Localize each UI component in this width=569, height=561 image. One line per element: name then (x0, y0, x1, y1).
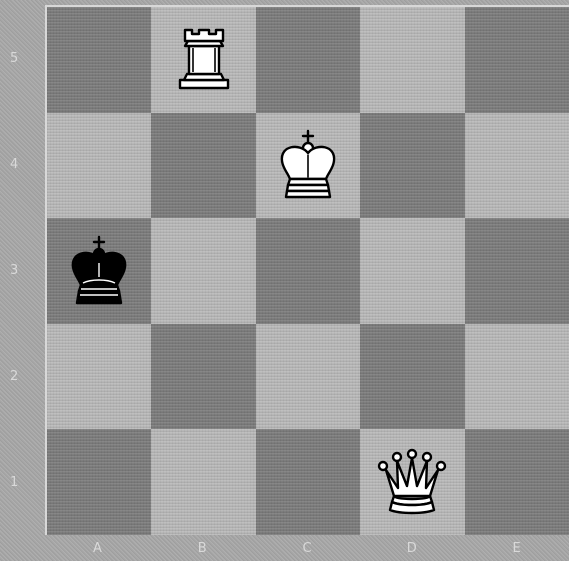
square-a5[interactable] (47, 7, 151, 113)
square-e3[interactable] (465, 218, 569, 324)
square-e1[interactable] (465, 429, 569, 535)
rank-label-2: 2 (0, 323, 45, 429)
file-labels: A B C D E (45, 535, 569, 561)
square-d3[interactable] (360, 218, 464, 324)
square-d5[interactable] (360, 7, 464, 113)
file-label-b: B (150, 535, 255, 561)
square-b1[interactable] (151, 429, 255, 535)
square-d1[interactable] (360, 429, 464, 535)
rank-label-5: 5 (0, 5, 45, 111)
white-king-icon[interactable] (270, 127, 346, 203)
square-e4[interactable] (465, 113, 569, 219)
file-label-d: D (359, 535, 464, 561)
square-c5[interactable] (256, 7, 360, 113)
chess-board (45, 5, 569, 535)
square-a1[interactable] (47, 429, 151, 535)
square-b4[interactable] (151, 113, 255, 219)
rank-labels: 5 4 3 2 1 (0, 5, 45, 535)
square-a4[interactable] (47, 113, 151, 219)
square-c3[interactable] (256, 218, 360, 324)
square-c2[interactable] (256, 324, 360, 430)
rank-label-3: 3 (0, 217, 45, 323)
square-a2[interactable] (47, 324, 151, 430)
square-c1[interactable] (256, 429, 360, 535)
file-label-e: E (464, 535, 569, 561)
file-label-c: C (255, 535, 360, 561)
square-e5[interactable] (465, 7, 569, 113)
file-label-a: A (45, 535, 150, 561)
square-e2[interactable] (465, 324, 569, 430)
rank-label-1: 1 (0, 429, 45, 535)
white-queen-icon[interactable] (374, 444, 450, 520)
square-b2[interactable] (151, 324, 255, 430)
white-rook-icon[interactable] (166, 22, 242, 98)
square-b3[interactable] (151, 218, 255, 324)
black-king-icon[interactable] (61, 233, 137, 309)
square-b5[interactable] (151, 7, 255, 113)
rank-label-4: 4 (0, 111, 45, 217)
square-c4[interactable] (256, 113, 360, 219)
square-a3[interactable] (47, 218, 151, 324)
square-d2[interactable] (360, 324, 464, 430)
square-d4[interactable] (360, 113, 464, 219)
